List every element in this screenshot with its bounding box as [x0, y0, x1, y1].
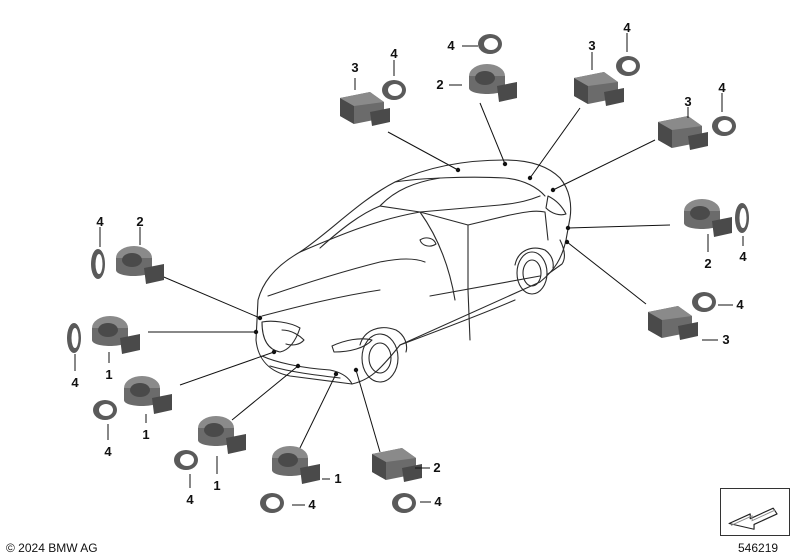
callout-label-2: 2 — [433, 460, 440, 475]
diagram-reference-number: 546219 — [738, 541, 779, 555]
sensor-part-1 — [198, 416, 246, 454]
callout-label-2: 2 — [436, 77, 443, 92]
parts — [67, 34, 749, 513]
callout-label-4: 4 — [718, 80, 726, 95]
sensor-point — [295, 363, 301, 369]
sensor-point — [527, 175, 533, 181]
callout-label-3: 3 — [351, 60, 358, 75]
ring-part-4 — [382, 80, 406, 100]
callout-labels: 3 4 4 2 3 4 3 4 2 4 4 3 4 2 4 1 1 4 1 4 1 4 2 4 — [71, 20, 747, 512]
ring-part-4 — [67, 323, 81, 353]
sensor-part-3 — [658, 116, 708, 150]
callout-label-1: 1 — [142, 427, 149, 442]
leader-lines — [148, 102, 671, 453]
ring-part-4 — [392, 493, 416, 513]
sensor-point — [455, 167, 461, 173]
callout-label-4: 4 — [71, 375, 79, 390]
sensor-part-3 — [648, 306, 698, 340]
ring-part-4 — [93, 400, 117, 420]
callout-label-4: 4 — [736, 297, 744, 312]
copyright-text: © 2024 BMW AG — [6, 541, 98, 555]
callout-ticks — [74, 33, 744, 506]
ring-part-4 — [735, 203, 749, 233]
sensor-point — [564, 239, 570, 245]
sensor-point — [353, 367, 359, 373]
ring-part-4 — [712, 116, 736, 136]
car-outline — [255, 159, 572, 385]
sensor-part-2 — [372, 448, 422, 482]
callout-label-4: 4 — [623, 20, 631, 35]
callout-label-3: 3 — [684, 94, 691, 109]
ring-part-4 — [174, 450, 198, 470]
sensor-part-1 — [272, 446, 320, 484]
sensor-point — [550, 187, 556, 193]
callout-label-2: 2 — [136, 214, 143, 229]
sensor-part-2 — [684, 199, 732, 237]
callout-label-1: 1 — [213, 478, 220, 493]
callout-label-4: 4 — [104, 444, 112, 459]
next-page-arrow-icon — [728, 507, 778, 530]
sensor-point — [257, 315, 263, 321]
sensor-part-2 — [469, 64, 517, 102]
ring-part-4 — [91, 249, 105, 279]
ring-part-4 — [616, 56, 640, 76]
callout-label-3: 3 — [722, 332, 729, 347]
callout-label-4: 4 — [186, 492, 194, 507]
callout-label-1: 1 — [334, 471, 341, 486]
callout-label-4: 4 — [96, 214, 104, 229]
callout-label-3: 3 — [588, 38, 595, 53]
sensor-part-3 — [574, 72, 624, 106]
ring-part-4 — [478, 34, 502, 54]
sensor-points — [253, 161, 571, 377]
next-page-button[interactable] — [720, 488, 790, 536]
ring-part-4 — [692, 292, 716, 312]
callout-label-4: 4 — [308, 497, 316, 512]
sensor-point — [333, 371, 339, 377]
sensor-point — [253, 329, 259, 335]
sensor-part-3 — [340, 92, 390, 126]
callout-label-4: 4 — [447, 38, 455, 53]
ring-part-4 — [260, 493, 284, 513]
sensor-point — [502, 161, 508, 167]
callout-label-4: 4 — [434, 494, 442, 509]
callout-label-4: 4 — [739, 249, 747, 264]
callout-label-1: 1 — [105, 367, 112, 382]
sensor-point — [271, 349, 277, 355]
sensor-part-1 — [124, 376, 172, 414]
callout-label-4: 4 — [390, 46, 398, 61]
sensor-part-2 — [116, 246, 164, 284]
sensor-point — [565, 225, 571, 231]
sensor-part-1 — [92, 316, 140, 354]
callout-label-2: 2 — [704, 256, 711, 271]
